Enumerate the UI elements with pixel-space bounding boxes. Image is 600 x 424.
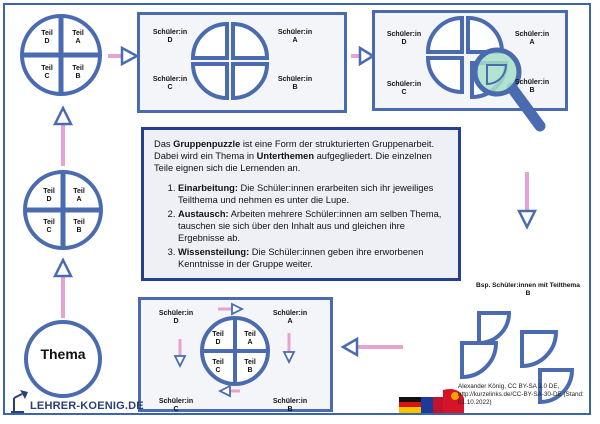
arrow-left-bottom [340, 336, 403, 358]
puzzle-circle-bottom [200, 316, 270, 386]
lamp-logo-icon [11, 390, 28, 413]
puzzle-circle-top-left [20, 14, 102, 96]
site-logo: LEHRER-KOENIG.DE [30, 400, 144, 412]
logo-text: LEHRER-KOENIG.DE [30, 400, 144, 412]
example-label: Bsp. Schüler:innen mit Teilthema B [476, 282, 580, 297]
steps-list: Einarbeitung: Die Schüler:innen erarbeit… [154, 182, 448, 270]
split-circle-panel-2 [425, 15, 509, 100]
step-1: Einarbeitung: Die Schüler:innen erarbeit… [178, 182, 448, 206]
license-credit: Alexander König, CC BY-SA 3.0 DE, http:/… [458, 383, 584, 406]
exchange-arrows [173, 302, 296, 398]
info-box: Das Gruppenpuzzle ist eine Form der stru… [141, 127, 461, 281]
thema-circle [24, 320, 102, 398]
arrow-up-upper [52, 105, 74, 166]
arrow-right-1 [108, 45, 140, 67]
split-circle-panel-1 [190, 21, 270, 101]
info-intro: Das Gruppenpuzzle ist eine Form der stru… [154, 139, 435, 173]
arrow-down-right [516, 172, 538, 230]
step-2: Austausch: Arbeiten mehrere Schüler:inne… [178, 208, 448, 244]
flag-strip-image [399, 389, 464, 413]
thema-label: Thema [40, 346, 86, 362]
arrow-up-lower [52, 257, 74, 318]
arrow-right-2 [351, 45, 376, 67]
puzzle-pieces-teilthema-b [460, 311, 575, 405]
outer-frame [3, 3, 591, 415]
puzzle-circle-middle-left [23, 170, 103, 250]
magnifier-icon [472, 47, 546, 132]
step-3: Wissensteilung: Die Schüler:innen geben … [178, 246, 448, 270]
